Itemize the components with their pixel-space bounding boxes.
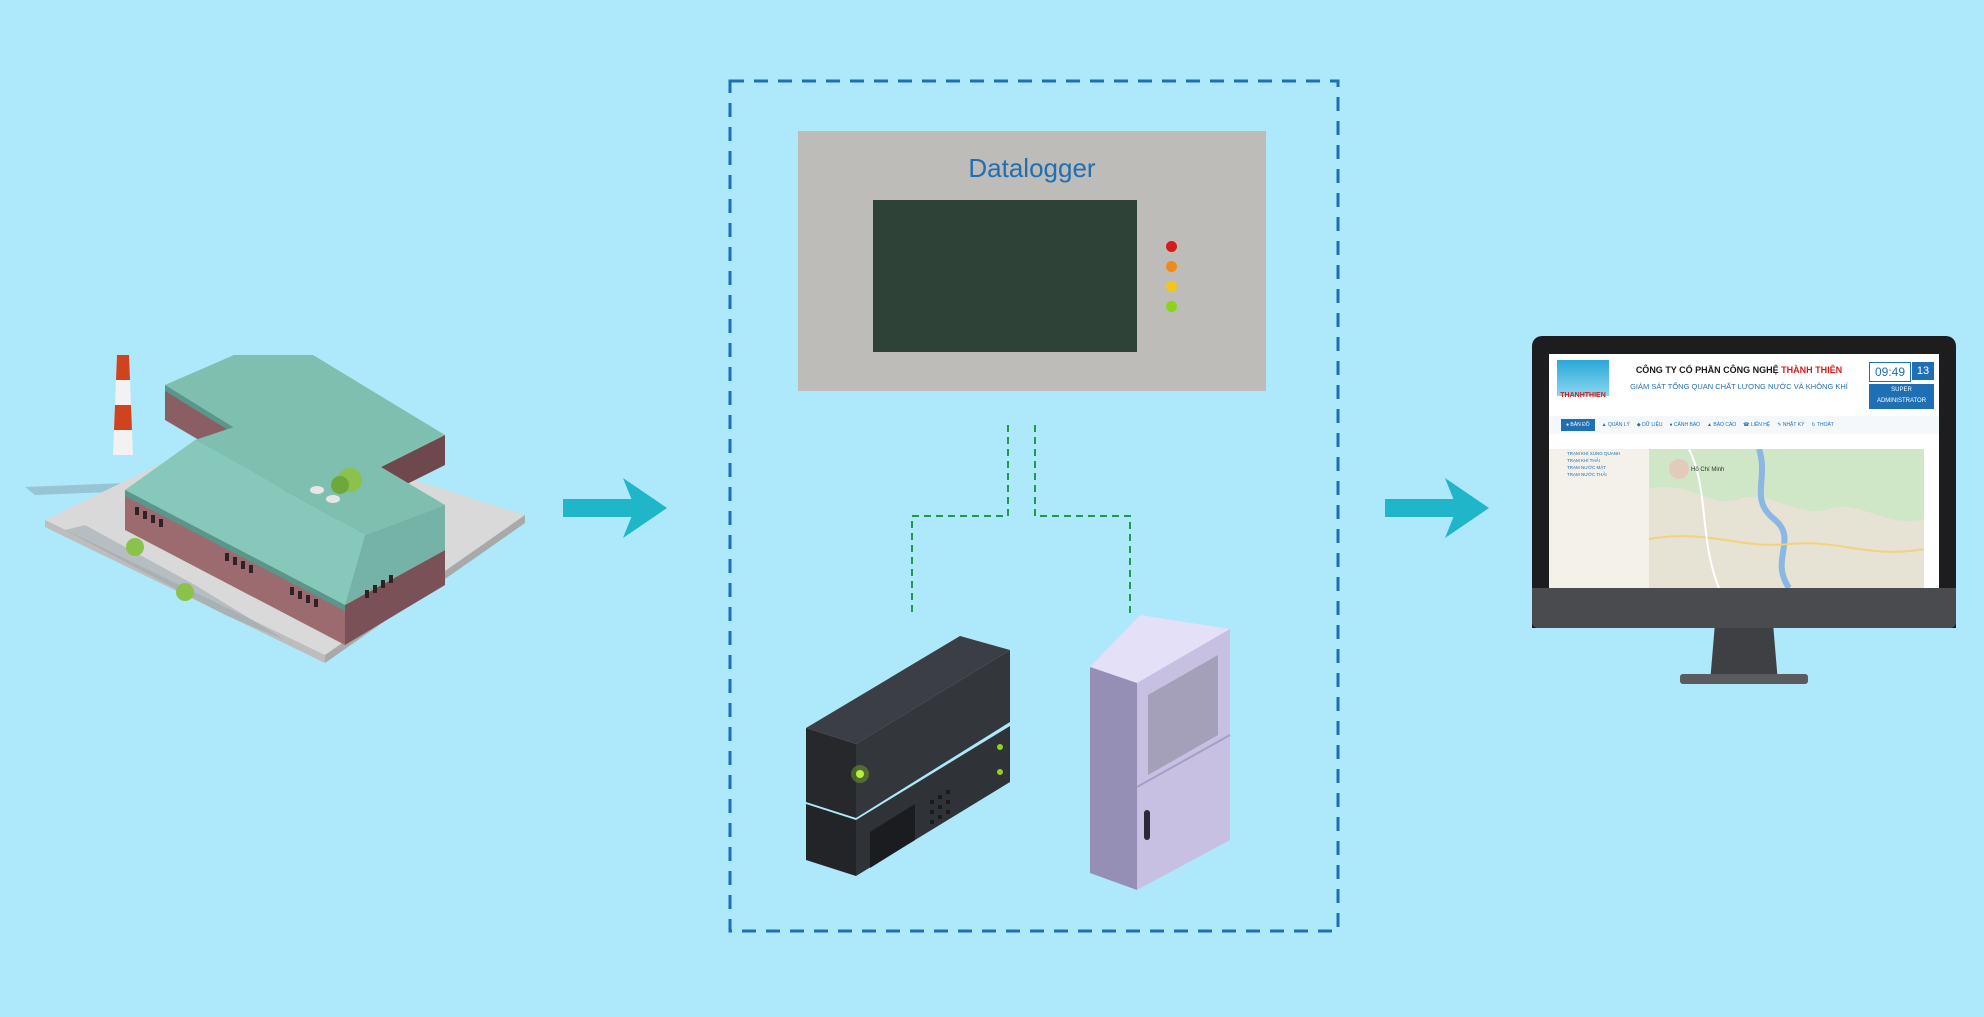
factory-illustration <box>25 355 535 675</box>
user-role-line1: SUPER <box>1891 387 1912 393</box>
company-name: CÔNG TY CỔ PHẦN CÔNG NGHỆ THÀNH THIÊN <box>1609 365 1869 375</box>
nav-item-reports[interactable]: ▲ BÁO CÁO <box>1707 422 1737 428</box>
monitoring-cabinet <box>1090 615 1235 890</box>
arrow-right-icon <box>563 478 667 538</box>
monitor-base <box>1680 674 1808 684</box>
connector-lines <box>900 420 1140 620</box>
company-highlight: THÀNH THIÊN <box>1781 365 1843 375</box>
station-item[interactable]: TRẠM KHÍ XUNG QUANH <box>1567 451 1621 456</box>
station-item[interactable]: TRẠM NƯỚC THẢI <box>1567 472 1607 477</box>
map-icon <box>1649 449 1924 588</box>
map-view[interactable]: Hồ Chí Minh <box>1649 449 1924 588</box>
factory-icon <box>25 355 525 663</box>
monitor-stand <box>1710 628 1778 678</box>
datalogger-title: Datalogger <box>968 153 1096 183</box>
nav-item-alerts[interactable]: ● CẢNH BÁO <box>1669 422 1701 428</box>
user-badge[interactable]: SUPER ADMINISTRATOR <box>1869 384 1934 409</box>
datalogger-system-boundary <box>728 79 1340 933</box>
station-item[interactable]: TRẠM NƯỚC MẶT <box>1567 465 1606 470</box>
station-list: TRẠM KHÍ XUNG QUANH TRẠM KHÍ THẢI TRẠM N… <box>1549 449 1649 588</box>
nav-item-log[interactable]: ✎ NHẬT KÝ <box>1777 422 1805 428</box>
analyzer-device <box>800 632 1015 882</box>
brand-logo <box>1557 360 1609 396</box>
status-led <box>1166 281 1177 292</box>
station-item[interactable]: TRẠM KHÍ THẢI <box>1567 458 1600 463</box>
nav-bar: ● BẢN ĐỒ ▲ QUẢN LÝ ◆ DỮ LIỆU ● CẢNH BÁO … <box>1549 416 1939 434</box>
status-led <box>1166 301 1177 312</box>
page-subtitle: GIÁM SÁT TỔNG QUAN CHẤT LƯỢNG NƯỚC VÀ KH… <box>1630 382 1848 391</box>
status-led <box>1166 261 1177 272</box>
nav-item-map[interactable]: ● BẢN ĐỒ <box>1561 419 1595 431</box>
monitor-chin <box>1532 588 1956 628</box>
nav-item-logout[interactable]: ↻ THOÁT <box>1811 422 1834 428</box>
monitor: THANHTHIEN CÔNG TY CỔ PHẦN CÔNG NGHỆ THÀ… <box>1532 336 1956 688</box>
arrow-right-icon <box>1385 478 1489 538</box>
nav-item-contact[interactable]: ☎ LIÊN HỆ <box>1743 422 1771 428</box>
user-role-line2: ADMINISTRATOR <box>1876 398 1927 404</box>
datalogger-screen <box>873 200 1137 352</box>
date-badge: 13 <box>1912 362 1934 380</box>
company-prefix: CÔNG TY CỔ PHẦN CÔNG NGHỆ <box>1635 365 1782 375</box>
map-city-label: Hồ Chí Minh <box>1691 467 1725 473</box>
monitor-screen: THANHTHIEN CÔNG TY CỔ PHẦN CÔNG NGHỆ THÀ… <box>1549 354 1939 588</box>
status-led <box>1166 241 1177 252</box>
nav-item-manage[interactable]: ▲ QUẢN LÝ <box>1601 422 1630 428</box>
datalogger-panel: Datalogger <box>798 131 1266 391</box>
nav-item-data[interactable]: ◆ DỮ LIỆU <box>1636 422 1663 428</box>
clock: 09:49 <box>1869 362 1911 382</box>
brand-name: THANHTHIEN <box>1560 392 1606 399</box>
